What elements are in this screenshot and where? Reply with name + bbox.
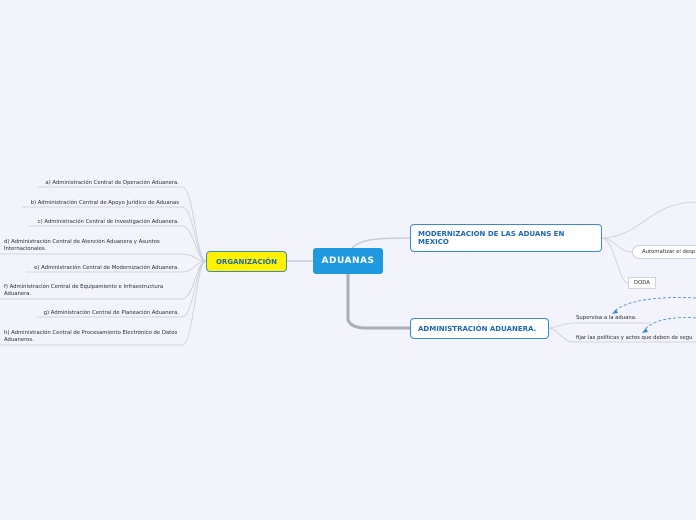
link-central-administracion [346, 274, 410, 330]
modernizacion-branches [600, 201, 696, 284]
leaf-org-e[interactable]: e) Administración Central de Modernizaci… [34, 265, 179, 271]
leaf-org-b[interactable]: b) Administración Central de Apoyo Juríd… [30, 200, 179, 206]
dashed-arrowhead-1 [612, 309, 618, 314]
subtopic-doda[interactable]: DODA [628, 277, 656, 289]
topic-modernizacion[interactable]: MODERNIZACION DE LAS ADUANS EN MEXICO [410, 224, 602, 252]
leaf-org-d[interactable]: d) Administración Central de Atención Ad… [4, 239, 160, 252]
administracion-branches [547, 322, 696, 343]
link-central-modernizacion [351, 237, 411, 249]
leaf-org-h[interactable]: h) Administración Central de Procesamien… [4, 330, 178, 343]
leaf-org-a[interactable]: a) Administración Central de Operación A… [45, 180, 179, 186]
leaf-org-c[interactable]: c) Administración Central de Investigaci… [37, 219, 179, 225]
subtopic-automatizar[interactable]: Automatizar el desp [632, 245, 696, 259]
leaf-org-g[interactable]: g) Administración Central de Planeación … [43, 310, 179, 316]
topic-administracion[interactable]: ADMINISTRACIÓN ADUANERA. [410, 318, 549, 339]
topic-organizacion[interactable]: ORGANIZACIÓN [206, 251, 287, 272]
dashed-arrowhead-2 [642, 328, 648, 333]
leaf-org-f[interactable]: f) Administración Central de Equipamient… [4, 284, 164, 297]
leaf-admin-supervisa[interactable]: Supervisa a la aduana. [576, 315, 637, 321]
central-topic[interactable]: ADUANAS [313, 248, 383, 274]
organizacion-branches [0, 186, 207, 346]
leaf-admin-fijar[interactable]: fijar las políticas y actos que deben de… [576, 335, 693, 341]
